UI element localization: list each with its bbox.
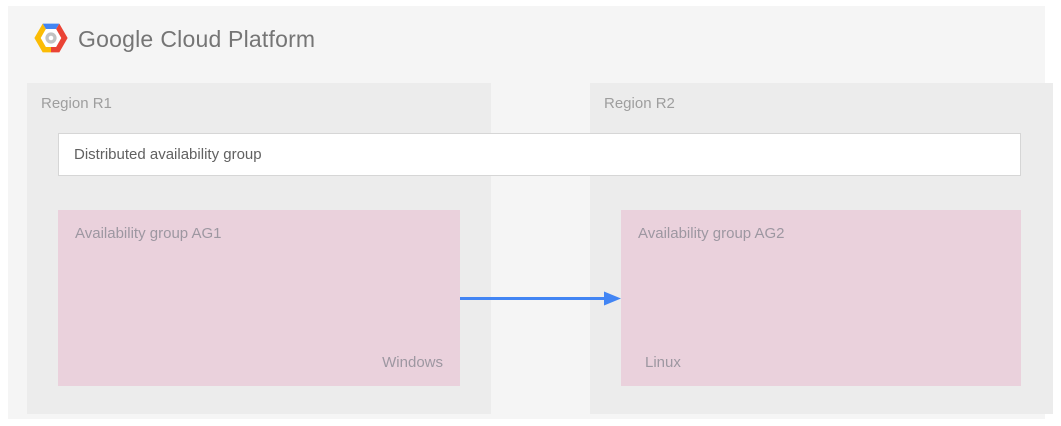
logo-google-text: Google [78, 26, 154, 52]
availability-group-ag2-box: Availability group AG2 Linux [621, 210, 1021, 386]
gcp-logo-icon [34, 23, 68, 53]
linux-label: Linux [645, 354, 681, 371]
windows-label: Windows [382, 354, 443, 371]
distributed-availability-group-label: Distributed availability group [74, 146, 262, 163]
distributed-availability-group-box: Distributed availability group [58, 133, 1021, 176]
logo-cloud-platform-text: Cloud Platform [160, 26, 316, 52]
region-r2-label: Region R2 [604, 95, 675, 112]
availability-group-ag1-box: Availability group AG1 Windows [58, 210, 460, 386]
arrow-right-icon [460, 291, 621, 306]
availability-group-ag2-label: Availability group AG2 [638, 225, 785, 242]
availability-group-ag1-label: Availability group AG1 [75, 225, 222, 242]
region-r1-label: Region R1 [41, 95, 112, 112]
